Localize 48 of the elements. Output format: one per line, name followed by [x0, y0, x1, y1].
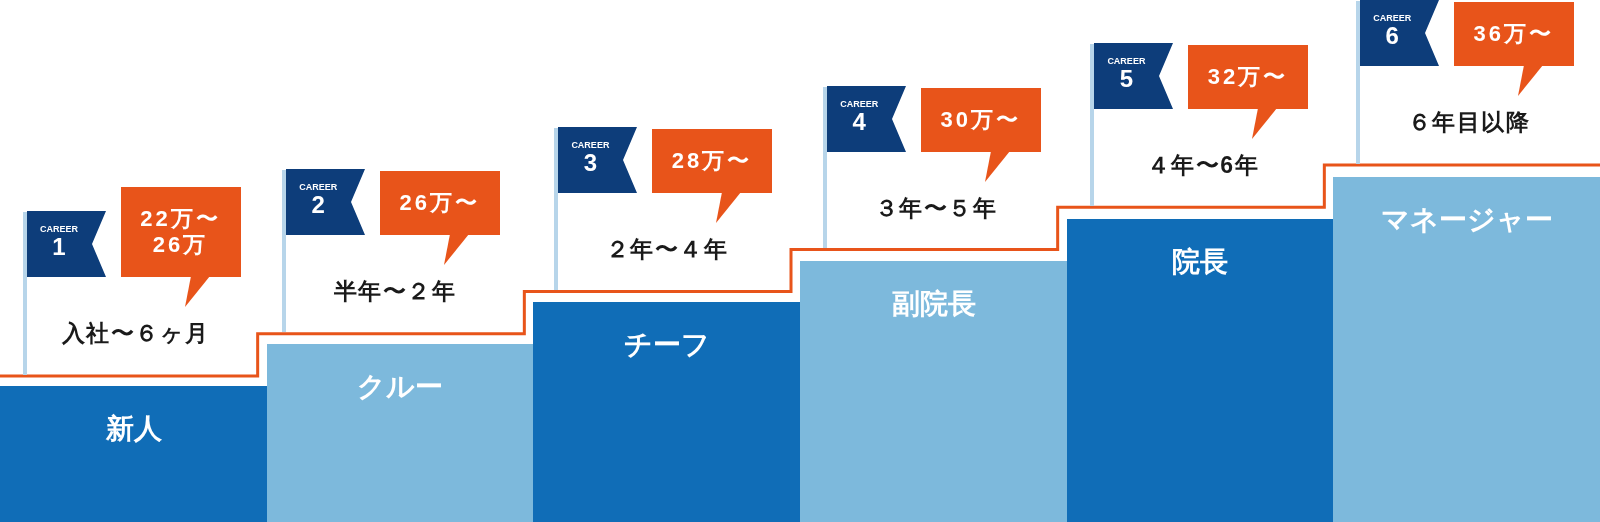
period-text: 半年〜２年: [333, 276, 457, 305]
salary-text: 32万〜: [1207, 63, 1289, 90]
career-label: CAREER: [40, 224, 78, 234]
career-flag: [285, 168, 365, 235]
step-bar: [1067, 218, 1333, 522]
career-label: CAREER: [1373, 13, 1412, 23]
career-label: CAREER: [1107, 55, 1146, 66]
speech-bubble: [1187, 44, 1308, 139]
salary-text: 28万〜: [671, 148, 753, 175]
career-label: CAREER: [571, 140, 610, 151]
role-title: 院長: [1172, 246, 1228, 277]
salary-text: 30万〜: [940, 106, 1022, 133]
period-text: ４年〜6年: [1146, 150, 1260, 179]
role-title: クルー: [357, 372, 443, 403]
career-number: 6: [1385, 23, 1399, 49]
role-title: チーフ: [623, 330, 710, 361]
role-title: 新人: [105, 414, 162, 444]
step-bar: [533, 302, 800, 522]
career-label: CAREER: [299, 181, 338, 192]
speech-bubble: [1453, 2, 1574, 96]
speech-bubble: [651, 129, 772, 224]
speech-bubble: [120, 187, 241, 307]
career-number: 4: [852, 108, 866, 135]
step-bar: [267, 344, 533, 522]
career-flag: [557, 127, 637, 194]
speech-bubble: [920, 87, 1041, 182]
career-flag: [1359, 0, 1439, 66]
step-bar: [0, 386, 267, 522]
period-text: ３年〜５年: [874, 193, 998, 222]
salary-text: 36万〜: [1473, 21, 1555, 47]
role-title: マネージャー: [1380, 205, 1553, 235]
step-bar: [800, 260, 1067, 522]
career-number: 3: [583, 150, 598, 177]
career-number: 1: [52, 234, 66, 260]
step-bar: [1333, 177, 1600, 522]
career-number: 5: [1119, 65, 1134, 92]
career-label: CAREER: [840, 98, 879, 109]
period-text: ６年目以降: [1407, 108, 1531, 136]
salary-text: 26万〜: [399, 189, 481, 216]
salary-text: 22万〜26万: [139, 206, 222, 258]
career-flag: [826, 85, 906, 152]
career-number: 2: [311, 191, 325, 218]
period-text: 入社〜６ヶ月: [61, 319, 210, 347]
career-flag: [1093, 42, 1173, 109]
speech-bubble: [379, 170, 500, 265]
career-flag: [26, 211, 106, 277]
period-text: ２年〜４年: [605, 235, 729, 264]
role-title: 副院長: [891, 288, 976, 319]
